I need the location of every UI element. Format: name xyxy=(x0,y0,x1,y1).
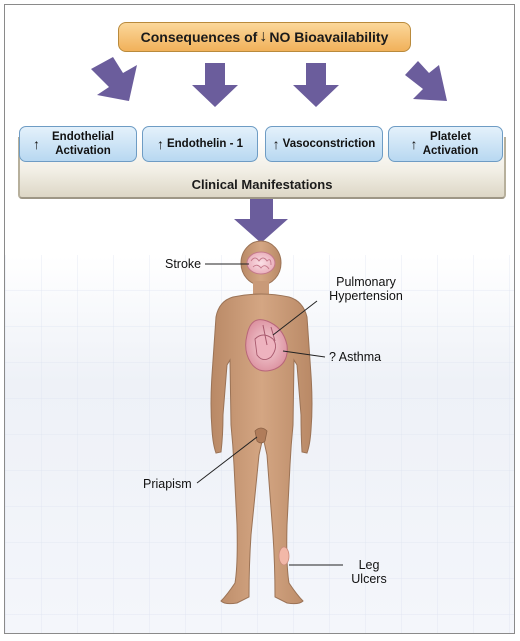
header-box: Consequences of ↓ NO Bioavailability xyxy=(118,22,411,52)
label-priapism: Priapism xyxy=(143,477,192,491)
label-asthma: ? Asthma xyxy=(329,350,382,364)
arrow-down-2 xyxy=(293,63,339,107)
figure-frame: Consequences of ↓ NO Bioavailability Cli… xyxy=(4,4,515,634)
effect-endothelin-1: ↑ Endothelin - 1 xyxy=(142,126,258,162)
effect-label: Endothelial Activation xyxy=(52,131,114,157)
effect-label: Vasoconstriction xyxy=(282,138,376,150)
human-body xyxy=(210,240,313,605)
header-suffix: NO Bioavailability xyxy=(269,29,389,45)
effect-vasoconstriction: ↑ Vasoconstriction xyxy=(265,126,383,162)
effect-endothelial-activation: ↑ Endothelial Activation xyxy=(19,126,137,162)
header-prefix: Consequences of xyxy=(140,29,258,45)
up-arrow-icon: ↑ xyxy=(156,136,164,152)
leader-lines xyxy=(196,263,343,566)
brain-icon xyxy=(246,251,276,275)
label-stroke: Stroke xyxy=(165,257,202,271)
arrow-down-1 xyxy=(192,63,238,107)
arrow-left-diagonal xyxy=(91,57,137,101)
down-arrow-icon: ↓ xyxy=(259,28,268,45)
diagram-graphics xyxy=(91,57,447,605)
effect-label: Platelet Activation xyxy=(422,131,479,157)
up-arrow-icon: ↑ xyxy=(272,136,280,152)
up-arrow-icon: ↑ xyxy=(33,136,40,152)
up-arrow-icon: ↑ xyxy=(410,136,418,152)
label-leg-ulcers: Leg Ulcers xyxy=(351,558,387,586)
label-pulmonary-hypertension: Pulmonary Hypertension xyxy=(329,275,403,303)
arrow-down-tray xyxy=(234,197,288,243)
effect-label: Endothelin - 1 xyxy=(166,138,244,150)
tray-label: Clinical Manifestations xyxy=(191,177,333,192)
arrow-right-diagonal xyxy=(405,61,447,101)
effect-platelet-activation: ↑ Platelet Activation xyxy=(388,126,503,162)
